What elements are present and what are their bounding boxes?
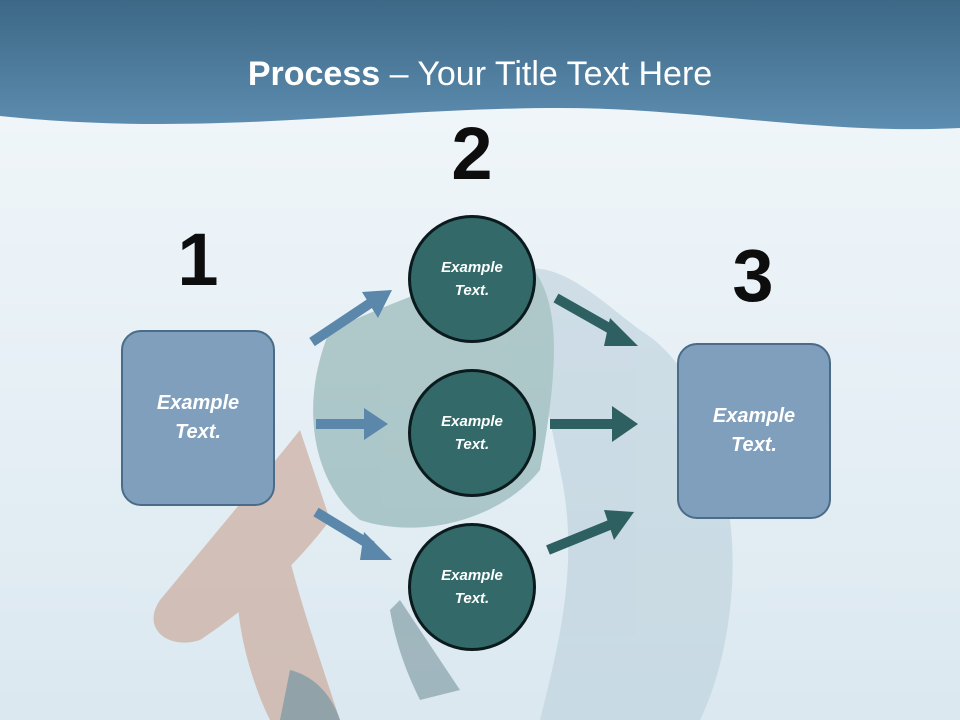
- header-band: [0, 0, 960, 130]
- right-box-label: Example Text.: [712, 405, 796, 456]
- circle-top: Example Text.: [408, 215, 536, 343]
- title-rest: – Your Title Text Here: [380, 55, 713, 93]
- circle-bottom-label: Example Text.: [441, 567, 503, 607]
- step-number-3: 3: [732, 234, 774, 317]
- circle-middle: Example Text.: [408, 369, 536, 497]
- circle-bottom: Example Text.: [408, 523, 536, 651]
- circle-top-label: Example Text.: [441, 259, 503, 299]
- left-box: Example Text.: [121, 330, 275, 506]
- step-number-2: 2: [451, 112, 493, 195]
- step-number-1: 1: [177, 218, 219, 301]
- left-box-label: Example Text.: [156, 392, 240, 443]
- page-title: Process – Your Title Text Here: [0, 52, 960, 96]
- circle-middle-label: Example Text.: [441, 413, 503, 453]
- title-bold: Process: [247, 55, 381, 93]
- arrows: [309, 290, 638, 560]
- right-box: Example Text.: [677, 343, 831, 519]
